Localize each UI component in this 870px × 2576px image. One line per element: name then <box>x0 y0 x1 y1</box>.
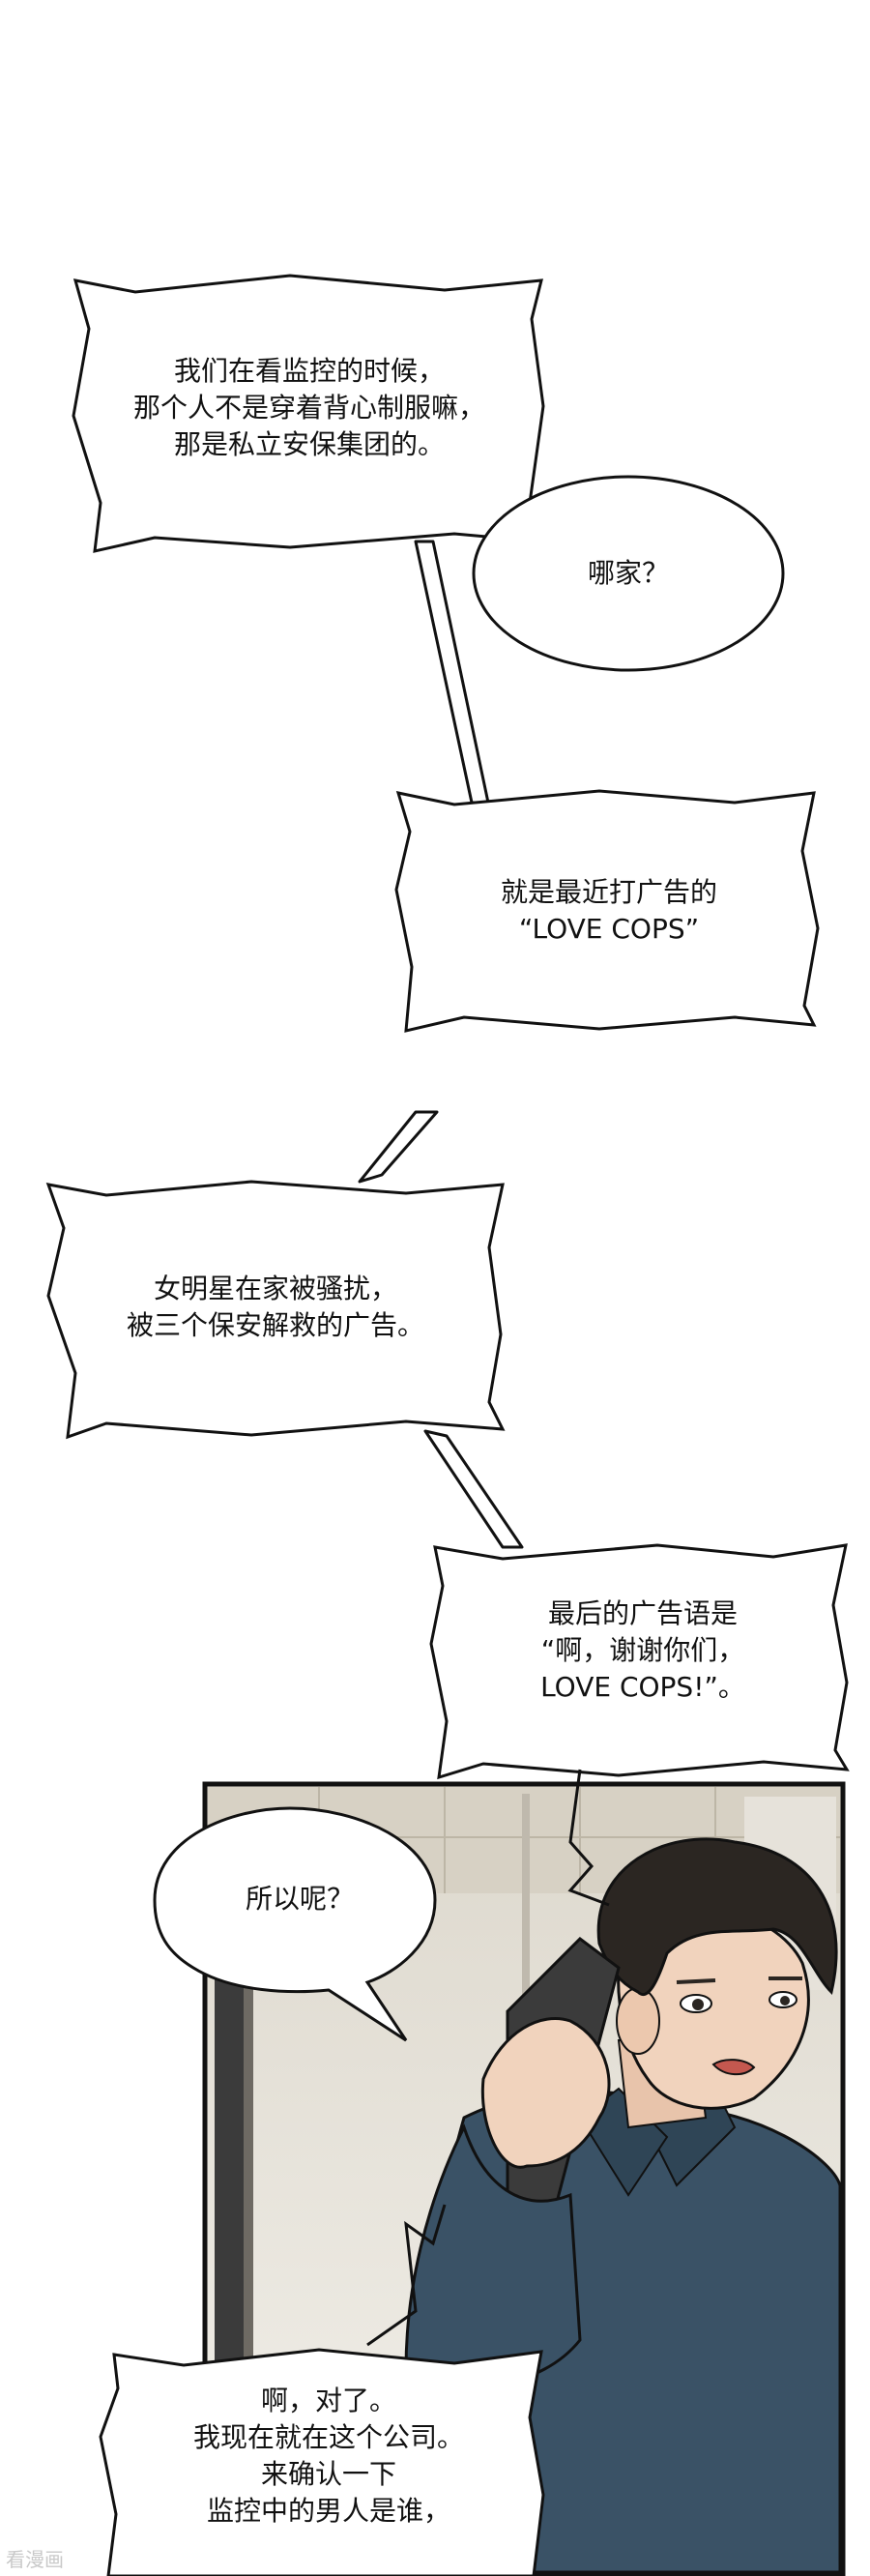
watermark: 看漫画 <box>6 2548 64 2571</box>
bubble-1-text: 我们在看监控的时候， 那个人不是穿着背心制服嘛， 那是私立安保集团的。 <box>132 355 485 460</box>
bubble-5-tail <box>567 1769 610 1907</box>
speech-bubble-3 <box>394 789 820 1033</box>
speech-bubble-5 <box>429 1543 850 1780</box>
speech-bubble-2 <box>472 475 785 672</box>
bubble-3-text: 就是最近打广告的 “LOVE COPS” <box>500 876 717 945</box>
speech-bubble-7 <box>99 2348 545 2576</box>
bubble-7-text: 啊，对了。 我现在就在这个公司。 来确认一下 监控中的男人是谁， <box>192 2385 464 2527</box>
bubble-connectors <box>358 540 524 1549</box>
bubble-4-text: 女明星在家被骚扰， 被三个保安解救的广告。 <box>126 1273 424 1341</box>
speech-bubble-6 <box>153 1806 437 2042</box>
bubble-2-text: 哪家？ <box>587 557 669 589</box>
bubble-5-text: 最后的广告语是 “啊，谢谢你们， LOVE COPS!”。 <box>540 1597 745 1703</box>
speech-bubble-4 <box>45 1180 506 1440</box>
bubble-7-tail <box>366 2204 447 2347</box>
bubble-6-text: 所以呢？ <box>245 1883 354 1915</box>
